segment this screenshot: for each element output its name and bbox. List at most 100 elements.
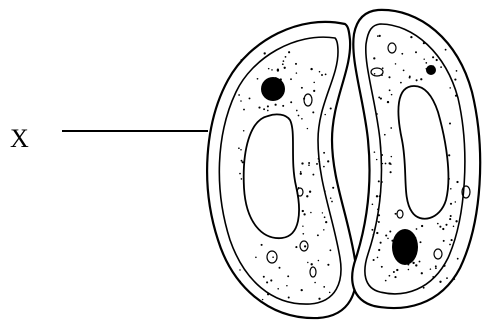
stipple-dot [374, 151, 376, 153]
stipple-dot [261, 244, 263, 246]
stipple-dot [376, 220, 378, 222]
stipple-dot [412, 262, 414, 264]
stipple-dot [451, 239, 453, 241]
stipple-dot [432, 276, 434, 278]
stipple-dot [400, 258, 402, 260]
stipple-dot [249, 97, 251, 99]
stipple-dot [423, 287, 425, 289]
stipple-dot [238, 147, 240, 149]
stipple-dot [267, 110, 269, 112]
stipple-dot [296, 110, 298, 112]
stipple-dot [313, 82, 315, 84]
stipple-dot [378, 249, 380, 251]
stipple-dot [457, 258, 459, 260]
stipple-dot [303, 213, 305, 215]
stipple-dot [313, 90, 315, 92]
stipple-dot [443, 240, 445, 242]
stipple-dot [324, 216, 326, 218]
stipple-dot [290, 78, 292, 80]
stipple-dot [423, 58, 424, 59]
stipple-dot [325, 74, 327, 76]
stipple-dot [311, 263, 313, 265]
stipple-dot [385, 234, 387, 236]
stipple-dot [241, 160, 243, 162]
stipple-dot [296, 72, 297, 73]
stipple-dot [283, 60, 285, 62]
stipple-dot [371, 229, 373, 231]
stipple-dot [449, 244, 451, 246]
right-cell-dark-granule [426, 65, 436, 75]
left-guard-cell [207, 22, 356, 318]
stipple-dot [454, 278, 456, 280]
stipple-dot [288, 51, 290, 53]
stipple-dot [295, 63, 297, 65]
stipple-dot [318, 260, 320, 262]
stipple-dot [415, 237, 417, 239]
stipple-dot [384, 134, 386, 136]
stipple-dot [436, 59, 438, 61]
stipple-dot [314, 282, 316, 284]
stipple-dot [288, 296, 290, 298]
stipple-dot [381, 74, 383, 76]
stipple-dot [322, 212, 323, 213]
stipple-dot [377, 257, 379, 259]
stipple-dot [323, 152, 325, 154]
stipple-dot [302, 210, 304, 212]
stipple-dot [282, 63, 284, 65]
stipple-dot [455, 54, 457, 56]
stipple-dot [376, 159, 377, 160]
stipple-dot [307, 128, 308, 129]
stipple-dot [284, 67, 286, 69]
stipple-dot [318, 298, 320, 300]
stipple-dot [323, 166, 325, 168]
stipple-dot [455, 201, 456, 202]
stipple-dot [316, 163, 318, 165]
stipple-dot [448, 178, 450, 180]
stipple-dot [302, 233, 304, 235]
stipple-dot [304, 245, 306, 247]
stipple-dot [266, 281, 268, 283]
stipple-dot [280, 78, 282, 80]
stipple-dot [301, 118, 303, 120]
stipple-dot [437, 223, 439, 225]
stipple-dot [324, 114, 325, 115]
stipple-dot [381, 154, 383, 156]
stipple-dot [318, 158, 319, 159]
stipple-dot [389, 275, 391, 277]
stipple-dot [302, 225, 303, 226]
stipple-dot [393, 271, 395, 273]
stipple-dot [396, 245, 398, 247]
stipple-dot [388, 76, 390, 78]
stipple-dot [373, 57, 375, 59]
stipple-dot [400, 82, 402, 84]
stipple-dot [420, 241, 422, 243]
stipple-dot [331, 201, 333, 203]
stipple-dot [407, 264, 409, 266]
stipple-dot [390, 163, 392, 165]
left-cell-nucleus [261, 77, 285, 101]
stipple-dot [415, 51, 417, 53]
stipple-dot [262, 299, 263, 300]
stipple-dot [421, 272, 423, 274]
stipple-dot [312, 174, 314, 176]
stipple-dot [275, 104, 277, 106]
stipple-dot [329, 249, 331, 251]
stipple-dot [449, 122, 451, 124]
stipple-dot [394, 276, 396, 278]
stipple-dot [425, 68, 426, 69]
stipple-dot [380, 242, 382, 244]
stipple-dot [282, 92, 283, 93]
stipple-dot [268, 68, 270, 70]
stipple-dot [387, 238, 389, 240]
stipple-dot [395, 213, 397, 215]
stipple-dot [287, 275, 289, 277]
stipple-dot [378, 214, 380, 216]
stipple-dot [453, 226, 455, 228]
stipple-dot [267, 105, 269, 107]
stipple-dot [301, 87, 303, 89]
stipple-dot [275, 77, 277, 79]
stipple-dot [439, 281, 441, 283]
stipple-dot [285, 56, 287, 58]
stipple-dot [405, 244, 407, 246]
